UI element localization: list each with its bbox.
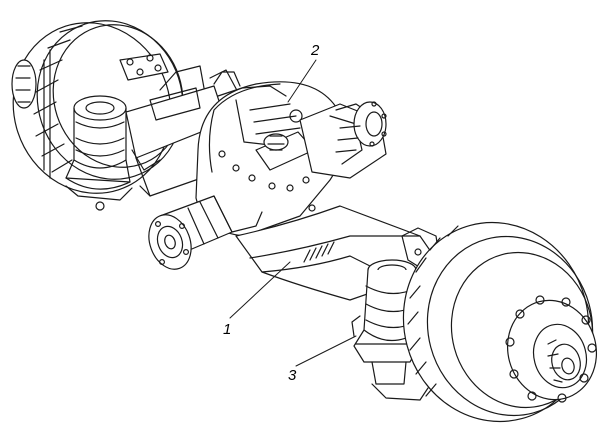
front-output-flange <box>148 195 263 270</box>
leader-line-3 <box>295 335 357 367</box>
callout-label-2: 2 <box>311 42 320 59</box>
callout-label-1: 1 <box>223 321 232 338</box>
through-drive-housing <box>299 101 387 179</box>
leader-line-1 <box>229 261 291 319</box>
right-brake-drum <box>371 221 598 423</box>
leader-line-2 <box>287 59 317 103</box>
callout-leaders <box>229 59 357 367</box>
axle-housing-left-beam <box>125 65 241 197</box>
left-brake-chamber <box>65 95 133 211</box>
callout-label-3: 3 <box>288 367 297 384</box>
